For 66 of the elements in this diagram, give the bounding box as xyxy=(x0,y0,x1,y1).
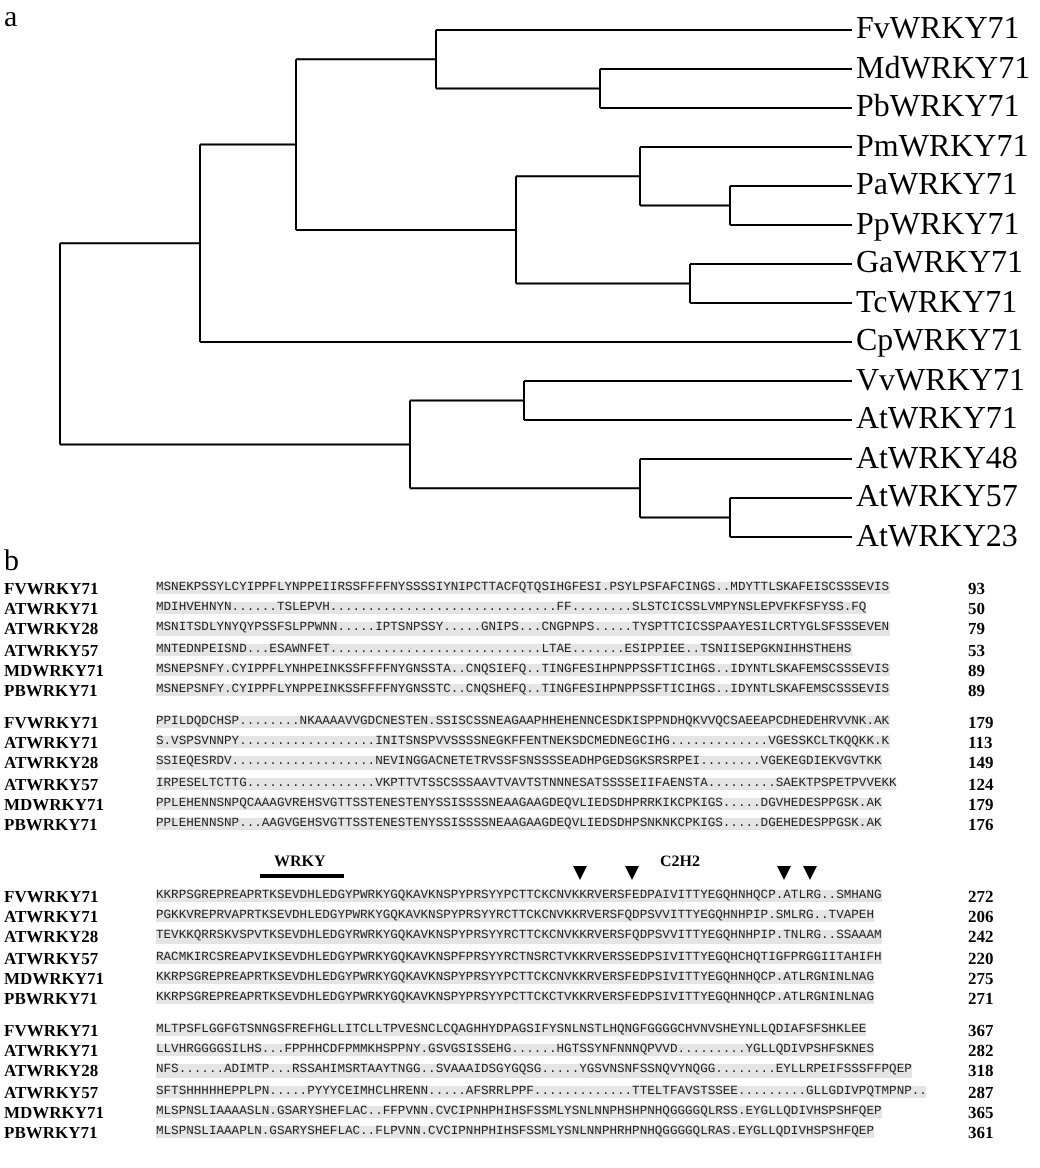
sequence-name: ATWRKY57 xyxy=(4,775,99,793)
residue-count: 50 xyxy=(968,600,985,618)
sequence-name: ATWRKY57 xyxy=(4,1083,99,1101)
sequence-name: FVWRKY71 xyxy=(4,888,99,905)
residue-count: 242 xyxy=(968,928,994,946)
residue-count: 179 xyxy=(968,714,994,731)
residue-count: 53 xyxy=(968,641,985,659)
taxon-label: AtWRKY71 xyxy=(856,404,1018,436)
sequence-name: ATWRKY71 xyxy=(4,1042,99,1060)
residue-count: 176 xyxy=(968,816,994,833)
residue-count: 79 xyxy=(968,620,985,638)
sequence-name: ATWRKY28 xyxy=(4,620,99,638)
sequence-name: PBWRKY71 xyxy=(4,990,98,1007)
residue-count: 89 xyxy=(968,682,985,699)
taxon-label: MdWRKY71 xyxy=(856,53,1031,85)
residue-count: 113 xyxy=(968,734,993,752)
residue-count: 206 xyxy=(968,908,994,926)
taxon-label: PaWRKY71 xyxy=(856,170,1018,202)
residue-count: 367 xyxy=(968,1022,994,1039)
taxon-label: AtWRKY23 xyxy=(856,521,1018,553)
panel-letter: b xyxy=(4,548,19,578)
sequence-name: FVWRKY71 xyxy=(4,1022,99,1039)
residue-count: 179 xyxy=(968,795,994,813)
residue-count: 282 xyxy=(968,1042,994,1060)
residue-count: 89 xyxy=(968,661,985,679)
taxon-label: AtWRKY57 xyxy=(856,482,1018,514)
residue-count: 287 xyxy=(968,1083,994,1101)
residue-count: 272 xyxy=(968,888,994,905)
motif-label: C2H2 xyxy=(660,854,700,870)
sequence-name: PBWRKY71 xyxy=(4,1124,98,1141)
residue-count: 124 xyxy=(968,775,994,793)
taxon-label: GaWRKY71 xyxy=(856,248,1024,280)
sequence-name: PBWRKY71 xyxy=(4,682,98,699)
motif-label: WRKY xyxy=(274,854,326,870)
sequence-name: FVWRKY71 xyxy=(4,580,99,597)
sequence-name: ATWRKY71 xyxy=(4,600,99,618)
taxon-label: TcWRKY71 xyxy=(856,287,1018,319)
sequence-name: MDWRKY71 xyxy=(4,661,105,679)
taxon-label: VvWRKY71 xyxy=(856,365,1025,397)
sequence-name: MDWRKY71 xyxy=(4,969,105,987)
taxon-label: PpWRKY71 xyxy=(856,209,1020,241)
residue-count: 318 xyxy=(968,1062,994,1080)
panel-letter: a xyxy=(4,4,18,34)
sequence-name: FVWRKY71 xyxy=(4,714,99,731)
sequence-name: ATWRKY57 xyxy=(4,641,99,659)
sequence-name: ATWRKY71 xyxy=(4,908,99,926)
sequence-name: PBWRKY71 xyxy=(4,816,98,833)
sequence-name: ATWRKY28 xyxy=(4,1062,99,1080)
sequence-name: ATWRKY71 xyxy=(4,734,99,752)
sequence-name: MDWRKY71 xyxy=(4,1103,105,1121)
residue-count: 149 xyxy=(968,754,994,772)
taxon-label: FvWRKY71 xyxy=(856,14,1020,46)
sequence-name: ATWRKY28 xyxy=(4,754,99,772)
taxon-label: AtWRKY48 xyxy=(856,443,1018,475)
sequence-name: ATWRKY28 xyxy=(4,928,99,946)
residue-count: 275 xyxy=(968,969,994,987)
taxon-label: PmWRKY71 xyxy=(856,131,1029,163)
residue-count: 361 xyxy=(968,1124,994,1141)
residue-count: 220 xyxy=(968,949,994,967)
taxon-label: CpWRKY71 xyxy=(856,326,1024,358)
sequence-name: MDWRKY71 xyxy=(4,795,105,813)
residue-count: 271 xyxy=(968,990,994,1007)
residue-count: 365 xyxy=(968,1103,994,1121)
taxon-label: PbWRKY71 xyxy=(856,92,1020,124)
sequence-name: ATWRKY57 xyxy=(4,949,99,967)
residue-count: 93 xyxy=(968,580,985,597)
